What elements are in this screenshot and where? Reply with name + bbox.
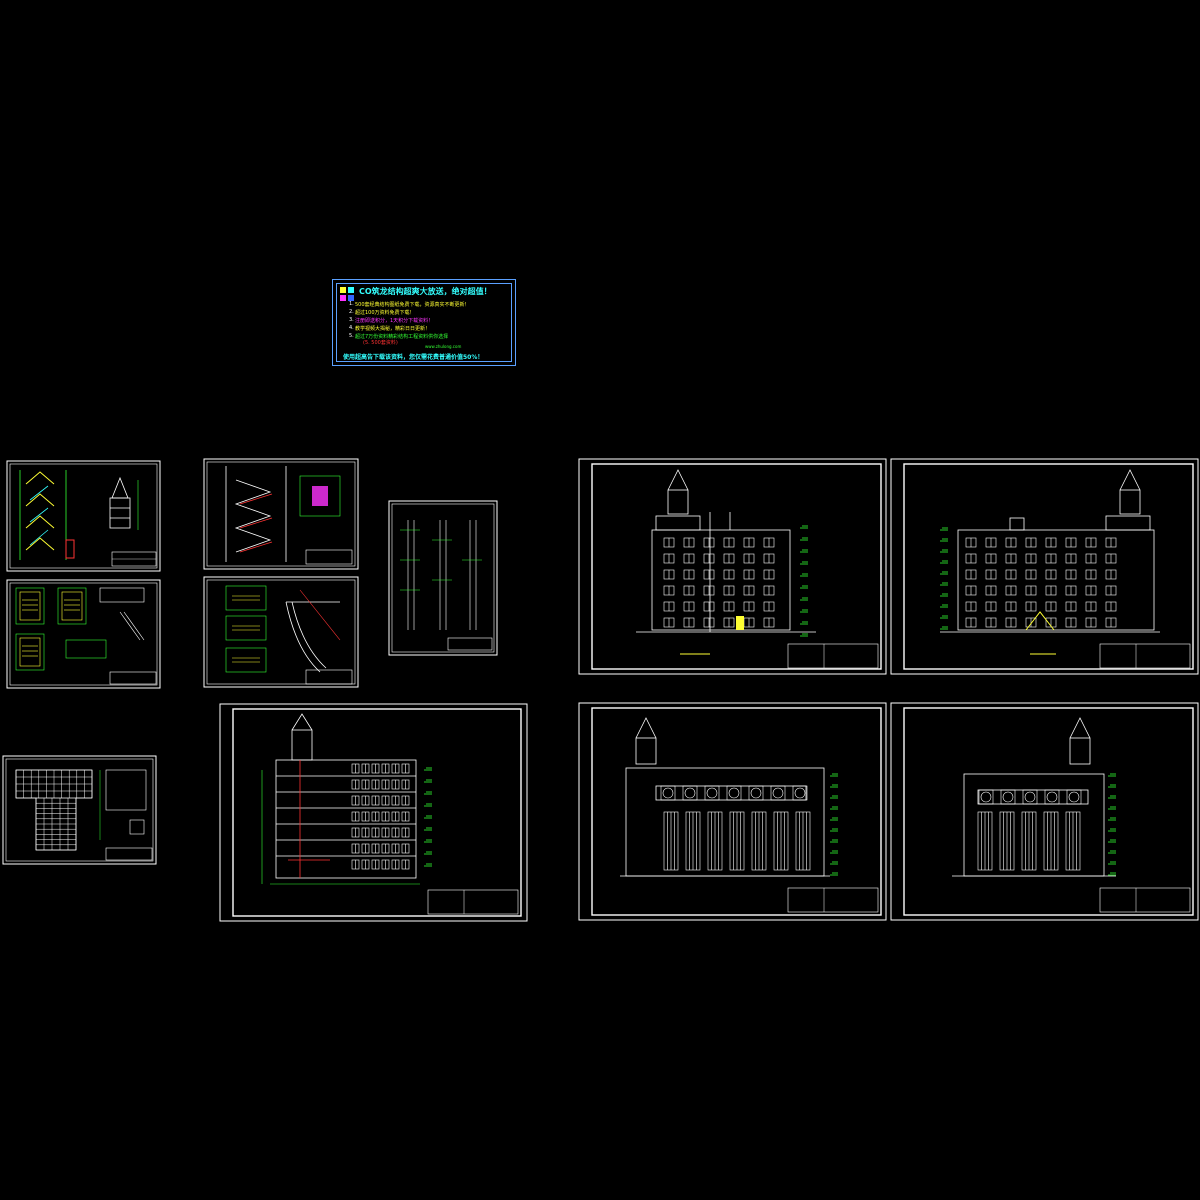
notice-num-1: 1.	[349, 301, 354, 307]
sheet-rear-elevation-1[interactable]	[578, 458, 887, 675]
sheet-end-elevation[interactable]	[890, 702, 1199, 921]
sheet-side-elevation[interactable]	[219, 703, 528, 922]
ornament-circle	[750, 787, 762, 799]
sheet-main-elevation[interactable]	[578, 702, 887, 921]
ornament-frame	[704, 785, 720, 801]
notice-title: CO筑龙结构超爽大放送，绝对超值！	[359, 287, 492, 296]
notice-line-6: (5. 500套资料)	[363, 340, 398, 346]
notice-line-3: 注册即送积分，1天积分下载资料！	[355, 318, 434, 324]
notice-footer: 使用超高告下载该资料，您仅需花费普通价值50%！	[343, 354, 484, 361]
ornament-circle	[1024, 791, 1036, 803]
ornament-frame	[770, 785, 786, 801]
ornament-circle	[794, 787, 806, 799]
sheet-front-elevation-1[interactable]	[890, 458, 1199, 675]
ornament-frame	[978, 789, 994, 805]
notice-num-5: 5.	[349, 333, 354, 339]
notice-line-4: 教学视频大揭秘，精彩日日更新！	[355, 326, 431, 332]
ornament-circle	[728, 787, 740, 799]
ornament-circle	[684, 787, 696, 799]
sheet-stair-plans-2[interactable]	[203, 576, 359, 688]
ornament-frame	[1000, 789, 1016, 805]
sheet-stair-plans-1[interactable]	[6, 579, 161, 689]
ornament-circle	[772, 787, 784, 799]
notice-line-2: 超过100万资料免费下载！	[355, 310, 415, 316]
ornament-frame	[1022, 789, 1038, 805]
ornament-circle	[1046, 791, 1058, 803]
notice-num-4: 4.	[349, 325, 354, 331]
sheet-stair-section-2[interactable]	[203, 458, 359, 570]
sheet-roof-plan[interactable]	[2, 755, 157, 865]
notice-num-2: 2.	[349, 309, 354, 315]
ornament-frame	[1066, 789, 1082, 805]
ornament-circle	[980, 791, 992, 803]
ornament-frame	[792, 785, 808, 801]
notice-num-3: 3.	[349, 317, 354, 323]
ornament-circle	[706, 787, 718, 799]
notice-line-5: 超过7万份资料精彩结构工程资料供你选择	[355, 334, 449, 340]
ornament-circle	[1068, 791, 1080, 803]
notice-line-1: 500套经典结构图纸免费下载，资源真实不断更新！	[355, 302, 470, 308]
notice-inner-border	[336, 283, 512, 362]
ornament-circle	[662, 787, 674, 799]
ornament-frame	[748, 785, 764, 801]
sheet-stair-section-1[interactable]	[6, 460, 161, 572]
ornament-frame	[660, 785, 676, 801]
ornament-frame	[1044, 789, 1060, 805]
ornament-frame	[682, 785, 698, 801]
advertisement-notice[interactable]: CO筑龙结构超爽大放送，绝对超值！ 1. 500套经典结构图纸免费下载，资源真实…	[332, 279, 516, 366]
logo-icon	[340, 287, 354, 301]
ornament-frame	[726, 785, 742, 801]
ornament-circle	[1002, 791, 1014, 803]
notice-website[interactable]: www.zhulong.com	[425, 344, 462, 349]
sheet-wall-sections[interactable]	[388, 500, 498, 656]
